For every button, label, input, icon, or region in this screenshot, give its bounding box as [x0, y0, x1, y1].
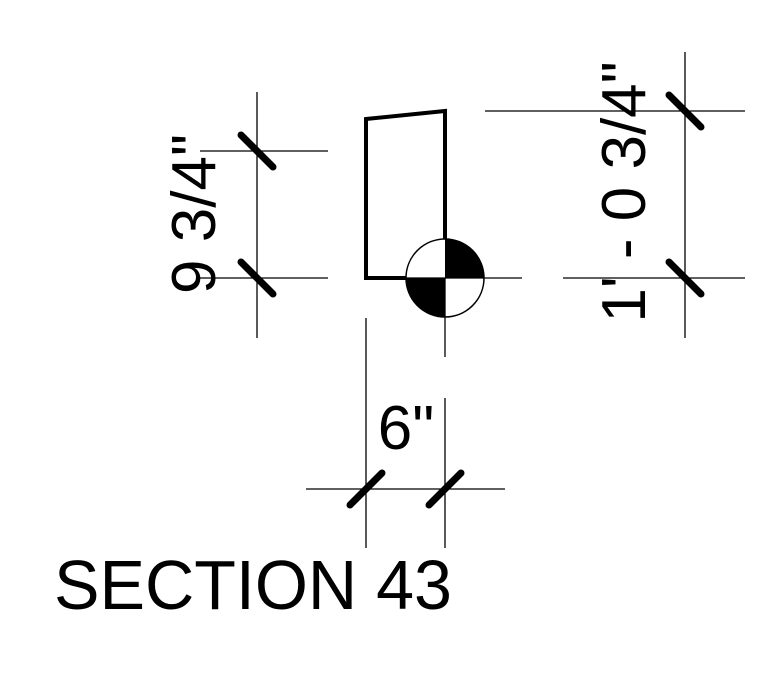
section-profile	[364, 108, 522, 357]
dim-right-tick-top	[665, 91, 705, 131]
work-point-quadrant-top-right	[445, 239, 484, 278]
section-title: SECTION 43	[54, 546, 452, 624]
dim-right-tick-bottom	[665, 258, 705, 298]
dim-left-label: 9 3/4"	[160, 134, 229, 294]
dim-bottom-tick-right	[425, 469, 465, 509]
dim-bottom-label: 6"	[378, 394, 435, 463]
dim-right-label: 1' - 0 3/4"	[590, 61, 659, 322]
dimension-right: 1' - 0 3/4"	[485, 52, 745, 338]
dimension-bottom: 6"	[306, 318, 505, 548]
work-point-quadrant-bottom-left	[406, 278, 445, 317]
dim-left-tick-top	[237, 131, 277, 171]
dim-left-tick-bottom	[237, 258, 277, 298]
dim-bottom-tick-left	[346, 469, 386, 509]
dimension-left: 9 3/4"	[160, 92, 328, 338]
